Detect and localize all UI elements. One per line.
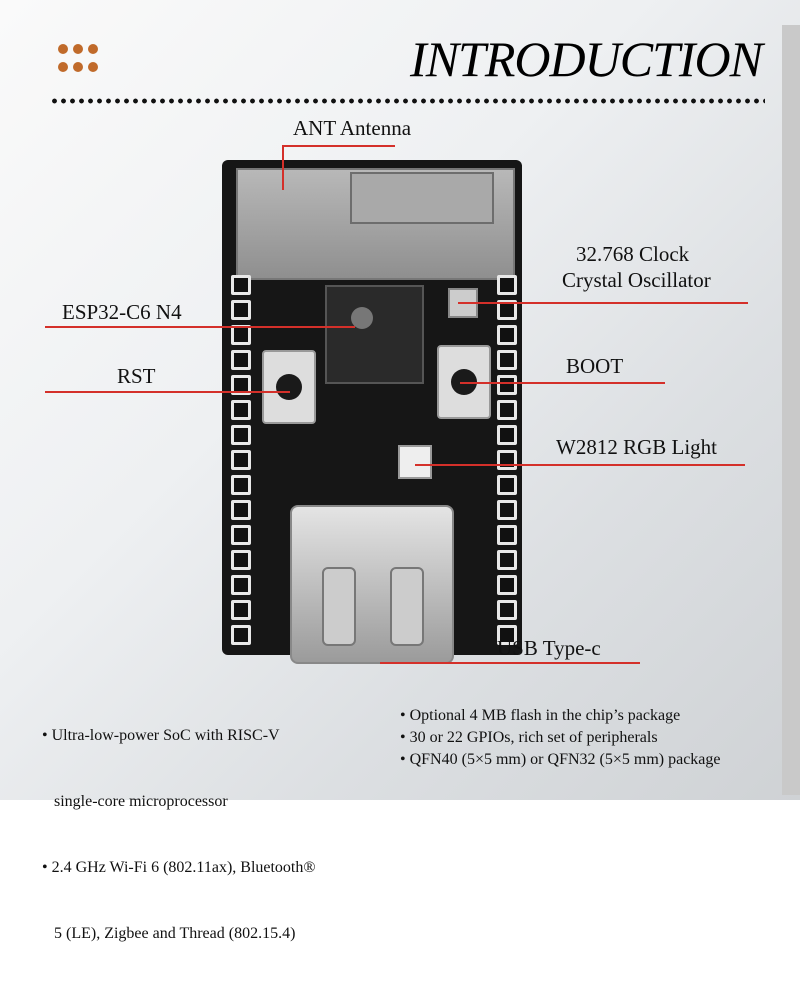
header-pin (231, 550, 251, 570)
features-left: • Ultra-low-power SoC with RISC-V single… (42, 681, 316, 989)
features-right: • Optional 4 MB flash in the chip’s pack… (400, 705, 721, 771)
leader-line-chip (45, 326, 355, 328)
label-boot: BOOT (566, 354, 624, 378)
header-pin (497, 600, 517, 620)
feature-item: • Ultra-low-power SoC with RISC-V (42, 727, 280, 744)
dotted-divider (50, 98, 765, 104)
header-pin (497, 400, 517, 420)
leader-line-rgb (415, 464, 745, 466)
header-pin (497, 550, 517, 570)
label-antenna: ANT Antenna (293, 116, 412, 140)
leader-line-boot (460, 382, 665, 384)
feature-item: • QFN40 (5×5 mm) or QFN32 (5×5 mm) packa… (400, 751, 721, 768)
leader-line-antenna-v (282, 145, 284, 190)
header-pin (231, 300, 251, 320)
esp32-chip (325, 285, 424, 384)
header-pin (497, 500, 517, 520)
header-pin (497, 525, 517, 545)
leader-line-antenna (282, 145, 395, 147)
header-pin (231, 325, 251, 345)
header-pin (231, 500, 251, 520)
label-clock-2: Crystal Oscillator (562, 268, 711, 292)
header-pin (231, 525, 251, 545)
header-pin (497, 425, 517, 445)
feature-item: • Optional 4 MB flash in the chip’s pack… (400, 707, 681, 724)
header-pin (231, 375, 251, 395)
rgb-led (398, 445, 432, 479)
header-pin (231, 600, 251, 620)
header-pin (497, 350, 517, 370)
header-pin (231, 475, 251, 495)
label-clock-1: 32.768 Clock (576, 242, 690, 266)
espressif-logo-icon (351, 307, 373, 329)
leader-line-rst (45, 391, 290, 393)
usb-c-connector (290, 505, 454, 664)
header-pin (497, 625, 517, 645)
header-pin (231, 350, 251, 370)
header-pin (497, 450, 517, 470)
header-pin (497, 275, 517, 295)
header-pin (231, 575, 251, 595)
leader-line-usb (380, 662, 640, 664)
product-intro: INTRODUCTION ANT Antenna 32.768 Clock Cr… (0, 0, 800, 942)
label-rgb: W2812 RGB Light (556, 435, 717, 459)
header-pin (231, 400, 251, 420)
feature-item: single-core microprocessor (42, 793, 228, 810)
page-edge (782, 25, 800, 795)
feature-item: 5 (LE), Zigbee and Thread (802.15.4) (42, 925, 296, 942)
rst-button-component (262, 350, 316, 424)
header-pin (231, 275, 251, 295)
page-title: INTRODUCTION (410, 31, 763, 87)
antenna-trace (350, 172, 494, 224)
header-pin (231, 450, 251, 470)
label-usb: USB Type-c (497, 636, 601, 660)
header-pin (497, 475, 517, 495)
header-pin (231, 625, 251, 645)
label-chip: ESP32-C6 N4 (62, 300, 182, 324)
feature-item: • 30 or 22 GPIOs, rich set of peripheral… (400, 729, 658, 746)
feature-item: • 2.4 GHz Wi-Fi 6 (802.11ax), Bluetooth® (42, 859, 316, 876)
dots-icon (58, 44, 102, 74)
header-pin (497, 575, 517, 595)
header-pin (231, 425, 251, 445)
header-pin (497, 300, 517, 320)
leader-line-clock (458, 302, 748, 304)
header-pin (497, 325, 517, 345)
label-rst: RST (117, 364, 156, 388)
header-pin (497, 375, 517, 395)
